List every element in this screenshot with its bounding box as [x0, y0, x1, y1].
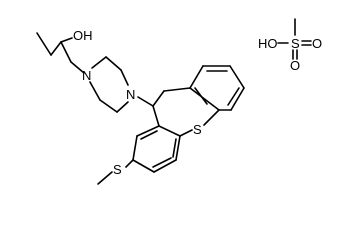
- bond-ethyl-ch2: [50, 41, 62, 56]
- oxo-oxygen-right-label: O: [312, 36, 322, 51]
- piperazine-n1-label: N: [82, 68, 91, 83]
- bond-rb-4: [230, 87, 245, 111]
- bond-rb-3: [229, 65, 245, 89]
- bond-lb-4: [132, 159, 155, 173]
- bond-lb-2: [175, 135, 181, 161]
- bond-lb-1: [158, 125, 181, 137]
- bond-left-ring-s: [179, 129, 193, 137]
- bond-ch-ch2: [152, 90, 165, 107]
- bond-s-ch3: [97, 171, 113, 185]
- thioether-sulfur-label: S: [113, 162, 122, 177]
- piperazine-n2-label: N: [126, 87, 135, 102]
- structure-drawing: OH N N S S HO S O O: [36, 18, 322, 185]
- main-molecule: OH N N S S: [36, 28, 245, 185]
- bond-ring-sme: [125, 159, 134, 168]
- bond-choh-ch2: [60, 41, 72, 63]
- bond-lb-dbl-3: [172, 138, 177, 158]
- bond-rb-dbl-2: [227, 87, 240, 106]
- bond-pip-4: [116, 101, 129, 113]
- bond-lb-dbl-2: [140, 130, 158, 140]
- bond-ch2-right-ring: [163, 87, 191, 92]
- oxo-oxygen-bottom-label: O: [290, 58, 300, 73]
- bond-rb-dbl-3: [194, 87, 208, 105]
- bond-ethyl-ch3: [36, 32, 52, 56]
- bond-ch-left-ring: [152, 105, 160, 127]
- bond-s-right-ring: [203, 109, 220, 126]
- bond-rb-6: [189, 87, 220, 111]
- bond-pip-5: [99, 99, 118, 113]
- bond-lb-6: [136, 125, 160, 137]
- acid-sulfur-label: S: [291, 36, 300, 51]
- bond-lb-5: [132, 135, 138, 161]
- bond-n2-ch: [137, 96, 154, 107]
- bond-lb-dbl-1: [152, 157, 172, 168]
- bond-pip-1: [91, 56, 107, 69]
- bond-rb-1: [189, 65, 204, 89]
- bond-pip-6: [89, 81, 101, 101]
- acid-hydroxyl-label: HO: [258, 36, 278, 51]
- bond-lb-3: [153, 159, 177, 173]
- bond-pip-2: [105, 56, 122, 71]
- bond-ch2-n1: [70, 61, 85, 74]
- bond-pip-3: [120, 69, 129, 86]
- hydroxyl-label: OH: [73, 28, 93, 43]
- structure-canvas: OH N N S S HO S O O: [36, 18, 322, 185]
- ring-sulfur-label: S: [193, 122, 202, 137]
- bond-c-oh: [60, 37, 73, 43]
- methanesulfonic-acid: HO S O O: [258, 18, 322, 73]
